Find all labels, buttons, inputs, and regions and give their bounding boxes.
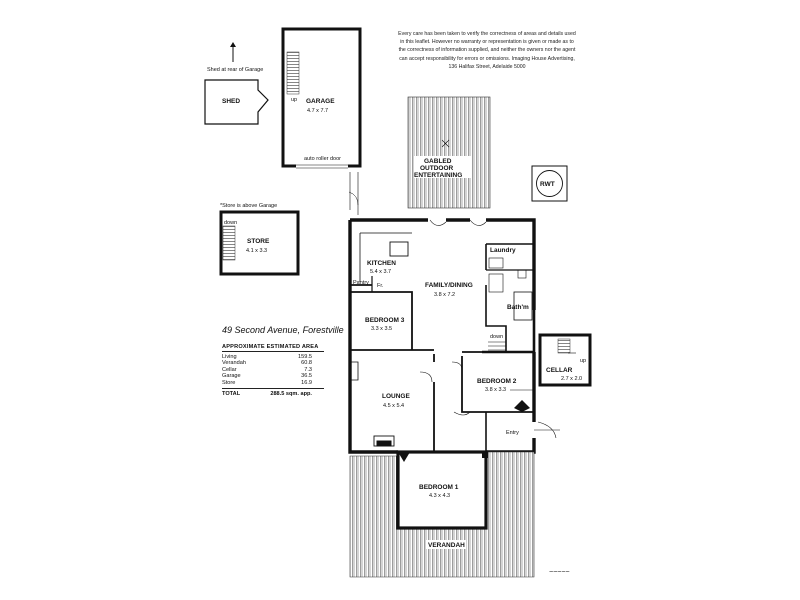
verandah-label: VERANDAH	[428, 542, 465, 549]
shed-label: SHED	[222, 98, 240, 105]
outdoor-label-1: GABLED	[424, 158, 452, 165]
garage-size: 4.7 x 7.7	[307, 108, 328, 114]
entry-label: Entry	[506, 430, 519, 436]
cellar-label: CELLAR	[546, 367, 573, 374]
garage-label: GARAGE	[306, 98, 335, 105]
cellar-size: 2.7 x 2.0	[561, 376, 582, 382]
house	[348, 218, 560, 454]
outdoor-label-2: OUTDOOR	[420, 165, 454, 172]
bedroom-1	[396, 450, 488, 530]
store-label: STORE	[247, 238, 270, 245]
lounge-label: LOUNGE	[382, 393, 410, 400]
north-arrow-icon	[230, 42, 236, 62]
bedroom2-label: BEDROOM 2	[477, 378, 517, 385]
kitchen-label: KITCHEN	[367, 260, 396, 267]
garage-stair-label: up	[291, 97, 297, 103]
garage	[281, 27, 362, 169]
lounge-size: 4.5 x 5.4	[383, 403, 404, 409]
roller-door-label: auto roller door	[304, 156, 341, 162]
bedroom3-size: 3.3 x 3.5	[371, 326, 392, 332]
bedroom1-label: BEDROOM 1	[419, 484, 459, 491]
bedroom3-label: BEDROOM 3	[365, 317, 405, 324]
property-address: 49 Second Avenue, Forestville	[222, 325, 344, 335]
disclaimer-text: Every care has been taken to verify the …	[398, 31, 576, 70]
laundry-label: Laundry	[490, 247, 516, 254]
store-stair-label: down	[224, 220, 237, 226]
store-size: 4.1 x 3.3	[246, 248, 267, 254]
cellar	[538, 333, 592, 387]
bedroom2-size: 3.8 x 3.3	[485, 387, 506, 393]
kitchen-size: 5.4 x 3.7	[370, 269, 391, 275]
bedroom1-size: 4.3 x 4.3	[429, 493, 450, 499]
pantry-label: Pantry	[353, 280, 369, 286]
outdoor-label-3: ENTERTAINING	[414, 172, 462, 179]
cellar-stair-label: up	[580, 358, 586, 364]
rainwater-tank	[531, 165, 568, 202]
family-label: FAMILY/DINING	[425, 282, 473, 289]
bath-label: Bath'm	[507, 304, 529, 311]
shed-note: Shed at rear of Garage	[207, 67, 263, 73]
rwt-label: RWT	[540, 181, 555, 188]
store-note: *Store is above Garage	[220, 203, 277, 209]
outdoor-entertaining	[407, 96, 491, 209]
fridge-label: Fr.	[377, 283, 384, 289]
shed	[204, 79, 269, 125]
hall-stair-label: down	[490, 334, 503, 340]
store	[219, 210, 300, 276]
area-table-title: APPROXIMATE ESTIMATED AREA	[222, 344, 324, 352]
watermark: ~~~~~	[549, 569, 569, 576]
family-size: 3.8 x 7.2	[434, 292, 455, 298]
